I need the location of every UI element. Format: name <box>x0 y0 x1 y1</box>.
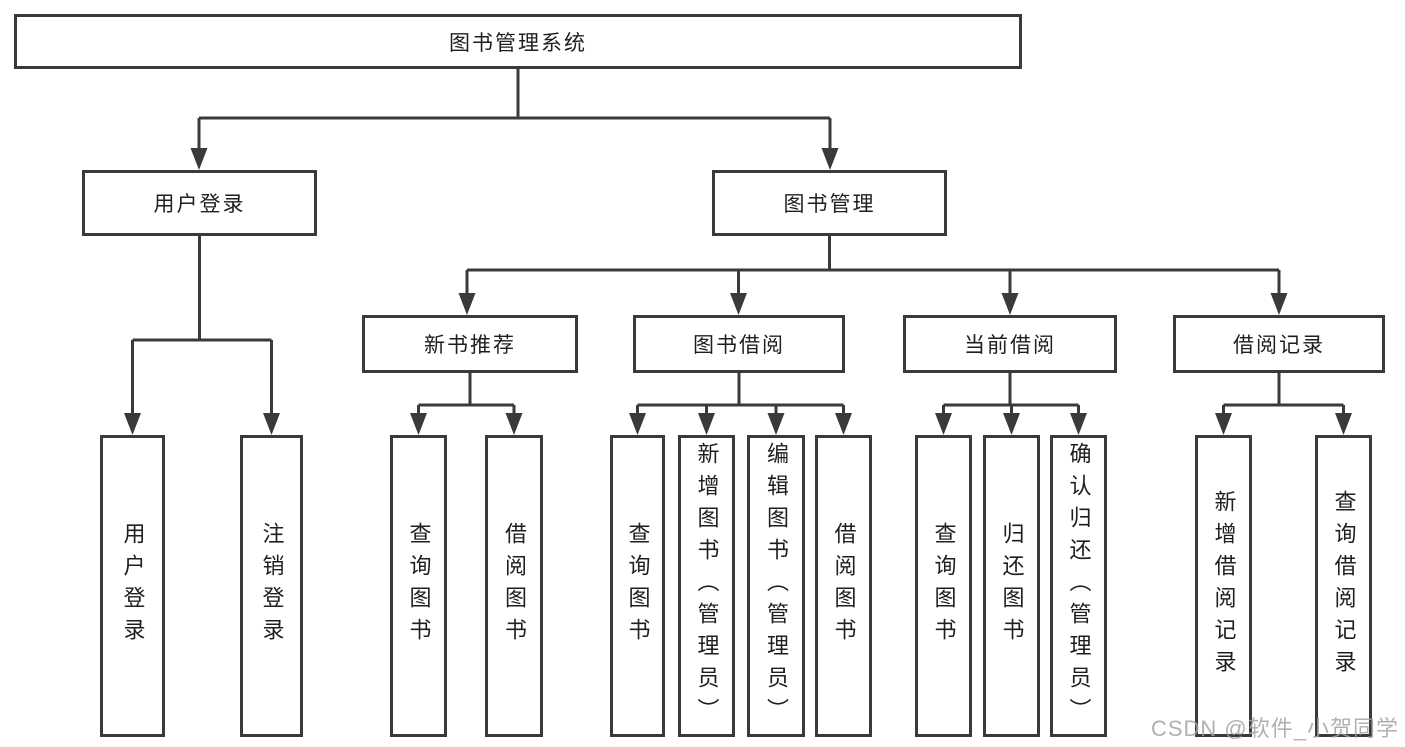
leaf-return-books-label: 归还图书 <box>999 522 1025 650</box>
leaf-user-login: 用户登录 <box>100 435 165 737</box>
csdn-watermark: CSDN @软件_小贺同学 <box>1150 716 1399 741</box>
leaf-edit-books-admin: 编辑图书（管理员） <box>747 435 805 737</box>
leaf-query-borrow-record: 查询借阅记录 <box>1315 435 1372 737</box>
node-library-management-system-label: 图书管理系统 <box>449 31 587 55</box>
connector-user-login-to-leaves <box>131 236 273 418</box>
arrowhead <box>730 293 747 315</box>
arrowhead <box>767 413 785 435</box>
node-current-borrow: 当前借阅 <box>903 315 1117 373</box>
arrowhead <box>1070 413 1087 435</box>
arrowhead <box>190 148 208 170</box>
node-borrow-records-label: 借阅记录 <box>1233 334 1325 357</box>
arrowhead <box>505 413 523 435</box>
arrowhead <box>629 413 646 435</box>
connector-new-book-to-leaves <box>417 373 516 418</box>
arrowhead <box>124 413 141 435</box>
arrowhead <box>458 293 476 315</box>
leaf-edit-books-admin-label: 编辑图书（管理员） <box>764 442 789 730</box>
leaf-logout-label: 注销登录 <box>259 522 285 650</box>
arrowhead <box>835 413 852 435</box>
leaf-add-borrow-record-label: 新增借阅记录 <box>1211 490 1237 682</box>
arrowhead <box>1215 413 1232 435</box>
leaf-add-books-admin-label: 新增图书（管理员） <box>694 442 720 730</box>
node-book-borrow: 图书借阅 <box>633 315 845 373</box>
node-library-management-system: 图书管理系统 <box>14 14 1022 69</box>
leaf-add-borrow-record: 新增借阅记录 <box>1195 435 1252 737</box>
leaf-add-books-admin: 新增图书（管理员） <box>678 435 735 737</box>
leaf-borrow-books-label: 借阅图书 <box>831 522 857 650</box>
connector-current-borrow-to-leaves <box>942 373 1080 418</box>
leaf-user-login-label: 用户登录 <box>120 522 146 650</box>
leaf-query-books-newbook: 查询图书 <box>390 435 447 737</box>
node-user-login: 用户登录 <box>82 170 317 236</box>
leaf-query-books-current: 查询图书 <box>915 435 972 737</box>
arrowhead <box>821 148 839 170</box>
connector-book-management-to-level3 <box>465 236 1281 298</box>
leaf-confirm-return-admin-label: 确认归还（管理员） <box>1066 442 1092 730</box>
leaf-query-books-borrow-label: 查询图书 <box>625 522 651 650</box>
arrowhead <box>1270 293 1288 315</box>
leaf-query-books-newbook-label: 查询图书 <box>406 522 432 650</box>
node-current-borrow-label: 当前借阅 <box>964 334 1056 357</box>
leaf-borrow-books-newbook: 借阅图书 <box>485 435 543 737</box>
leaf-query-books-current-label: 查询图书 <box>931 522 957 650</box>
node-new-book-recommend-label: 新书推荐 <box>424 334 516 357</box>
node-book-management-label: 图书管理 <box>783 193 876 216</box>
leaf-query-borrow-record-label: 查询借阅记录 <box>1331 490 1357 682</box>
connector-borrow-records-to-leaves <box>1222 373 1345 418</box>
arrowhead <box>1335 413 1352 435</box>
arrowhead <box>1003 413 1020 435</box>
leaf-return-books: 归还图书 <box>983 435 1040 737</box>
node-book-borrow-label: 图书借阅 <box>693 334 785 357</box>
node-user-login-label: 用户登录 <box>153 193 246 216</box>
leaf-confirm-return-admin: 确认归还（管理员） <box>1050 435 1107 737</box>
node-borrow-records: 借阅记录 <box>1173 315 1385 373</box>
arrowhead <box>698 413 715 435</box>
arrowhead <box>1001 293 1019 315</box>
leaf-query-books-borrow: 查询图书 <box>610 435 665 737</box>
node-book-management: 图书管理 <box>712 170 947 236</box>
arrowhead <box>410 413 427 435</box>
arrowhead <box>263 413 280 435</box>
arrowhead <box>935 413 952 435</box>
node-new-book-recommend: 新书推荐 <box>362 315 578 373</box>
leaf-logout: 注销登录 <box>240 435 303 737</box>
leaf-borrow-books: 借阅图书 <box>815 435 872 737</box>
connector-root-to-level2 <box>197 69 832 152</box>
leaf-borrow-books-newbook-label: 借阅图书 <box>502 522 527 650</box>
connector-book-borrow-to-leaves <box>636 373 845 418</box>
